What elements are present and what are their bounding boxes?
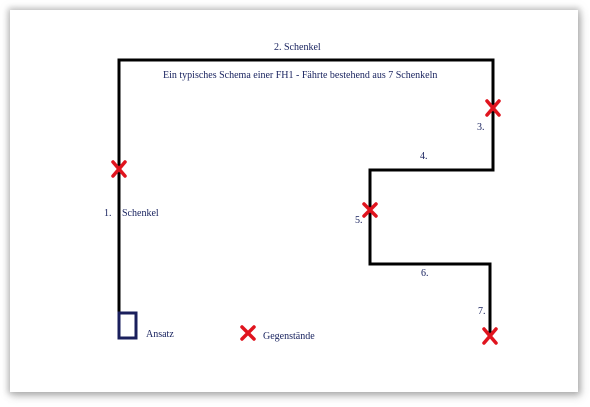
leg-3-label: 3. <box>477 122 485 133</box>
object-marker-icon <box>485 99 501 117</box>
leg-4-label: 4. <box>420 151 428 162</box>
object-marker-icon <box>482 327 498 345</box>
leg-1-number: 1. <box>104 208 112 219</box>
leg-2-label: 2. Schenkel <box>274 42 321 53</box>
diagram-title: Ein typisches Schema einer FH1 - Fährte … <box>163 70 438 81</box>
track-path <box>117 58 495 338</box>
start-box <box>117 311 138 340</box>
object-marker-icon <box>111 160 127 178</box>
object-marker-icon <box>362 202 378 218</box>
leg-1-label: Schenkel <box>122 208 159 219</box>
leg-5-label: 5. <box>355 215 363 226</box>
legend-objects-label: Gegenstände <box>263 331 315 342</box>
leg-7-label: 7. <box>478 306 486 317</box>
legend-object-marker-icon <box>240 325 256 341</box>
legend-start-label: Ansatz <box>146 329 174 340</box>
leg-6-label: 6. <box>421 268 429 279</box>
